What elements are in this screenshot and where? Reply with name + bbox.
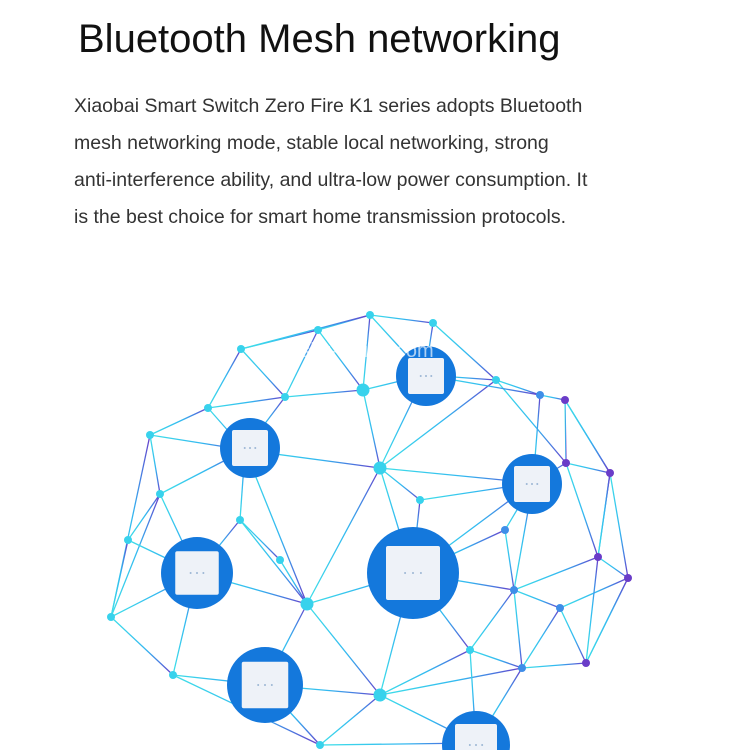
mesh-link xyxy=(110,493,161,618)
mesh-node xyxy=(281,393,289,401)
mesh-lines xyxy=(110,314,629,746)
mesh-link xyxy=(240,348,286,398)
mesh-link xyxy=(284,329,319,398)
mesh-node xyxy=(594,553,602,561)
switch-nodes xyxy=(161,346,562,750)
mesh-dots xyxy=(107,311,632,749)
mesh-node xyxy=(510,586,518,594)
mesh-node xyxy=(169,671,177,679)
mesh-link xyxy=(306,467,381,605)
mesh-node xyxy=(429,319,437,327)
smart-switch-node xyxy=(442,711,510,750)
mesh-link xyxy=(207,348,242,409)
mesh-link xyxy=(597,472,611,558)
mesh-node xyxy=(536,391,544,399)
description-line: anti-interference ability, and ultra-low… xyxy=(74,169,588,191)
mesh-node xyxy=(107,613,115,621)
mesh-link xyxy=(495,379,541,396)
mesh-link xyxy=(564,399,611,474)
mesh-link xyxy=(513,589,523,669)
mesh-link xyxy=(127,493,161,541)
smart-switch-node xyxy=(161,537,233,609)
mesh-node xyxy=(300,597,314,611)
smart-switch-node xyxy=(220,418,280,478)
mesh-node xyxy=(373,688,387,702)
description-line: Xiaobai Smart Switch Zero Fire K1 series… xyxy=(74,95,583,117)
mesh-link xyxy=(521,662,587,669)
mesh-link xyxy=(306,603,381,696)
mesh-node xyxy=(366,311,374,319)
mesh-link xyxy=(504,529,515,591)
mesh-link xyxy=(240,314,371,350)
mesh-node xyxy=(356,383,370,397)
mesh-node xyxy=(518,664,526,672)
mesh-node xyxy=(501,526,509,534)
mesh-link xyxy=(432,322,497,381)
mesh-node xyxy=(492,376,500,384)
smart-switch-node xyxy=(227,647,303,723)
smart-switch-node xyxy=(367,527,459,619)
smart-switch-node xyxy=(502,454,562,514)
mesh-link xyxy=(521,607,561,669)
mesh-link xyxy=(379,467,421,501)
mesh-node xyxy=(316,741,324,749)
switch-plate-icon xyxy=(455,724,497,750)
mesh-node xyxy=(561,396,569,404)
mesh-link xyxy=(513,589,561,609)
mesh-link xyxy=(539,394,566,401)
mesh-node xyxy=(237,345,245,353)
mesh-link xyxy=(559,607,587,664)
mesh-link xyxy=(564,399,567,464)
mesh-node xyxy=(236,516,244,524)
mesh-link xyxy=(207,396,286,409)
mesh-link xyxy=(469,649,523,669)
mesh-link xyxy=(239,519,281,561)
mesh-link xyxy=(319,694,381,746)
mesh-node xyxy=(276,556,284,564)
mesh-link xyxy=(585,577,629,664)
mesh-link xyxy=(513,556,599,591)
mesh-link xyxy=(362,314,371,391)
mesh-node xyxy=(624,574,632,582)
mesh-link xyxy=(149,434,161,495)
mesh-node xyxy=(606,469,614,477)
product-description: Xiaobai Smart Switch Zero Fire K1 series… xyxy=(74,88,674,236)
description-line: mesh networking mode, stable local netwo… xyxy=(74,132,549,154)
description-line: is the best choice for smart home transm… xyxy=(74,206,567,228)
mesh-link xyxy=(379,649,471,696)
mesh-link xyxy=(585,556,599,664)
mesh-link xyxy=(149,407,209,436)
mesh-node xyxy=(156,490,164,498)
mesh-node xyxy=(314,326,322,334)
mesh-node xyxy=(556,604,564,612)
mesh-node xyxy=(562,459,570,467)
mesh-node xyxy=(204,404,212,412)
page-title: Bluetooth Mesh networking xyxy=(78,17,561,61)
mesh-link xyxy=(495,379,567,464)
mesh-link xyxy=(609,472,629,579)
mesh-link xyxy=(379,379,497,469)
smart-switch-node xyxy=(396,346,456,406)
mesh-node xyxy=(582,659,590,667)
mesh-link xyxy=(279,559,308,605)
mesh-link xyxy=(110,616,174,676)
mesh-node xyxy=(466,646,474,654)
mesh-link xyxy=(110,539,129,618)
mesh-link xyxy=(284,389,364,398)
mesh-link xyxy=(369,314,434,324)
mesh-node xyxy=(124,536,132,544)
mesh-node xyxy=(146,431,154,439)
mesh-link xyxy=(362,389,381,469)
mesh-link xyxy=(239,519,308,605)
mesh-link xyxy=(379,667,523,696)
mesh-link xyxy=(317,329,364,391)
mesh-node xyxy=(416,496,424,504)
mesh-node xyxy=(373,461,387,475)
mesh-link xyxy=(469,589,515,651)
mesh-link xyxy=(597,556,629,579)
mesh-link xyxy=(565,462,611,474)
mesh-link xyxy=(565,462,599,558)
